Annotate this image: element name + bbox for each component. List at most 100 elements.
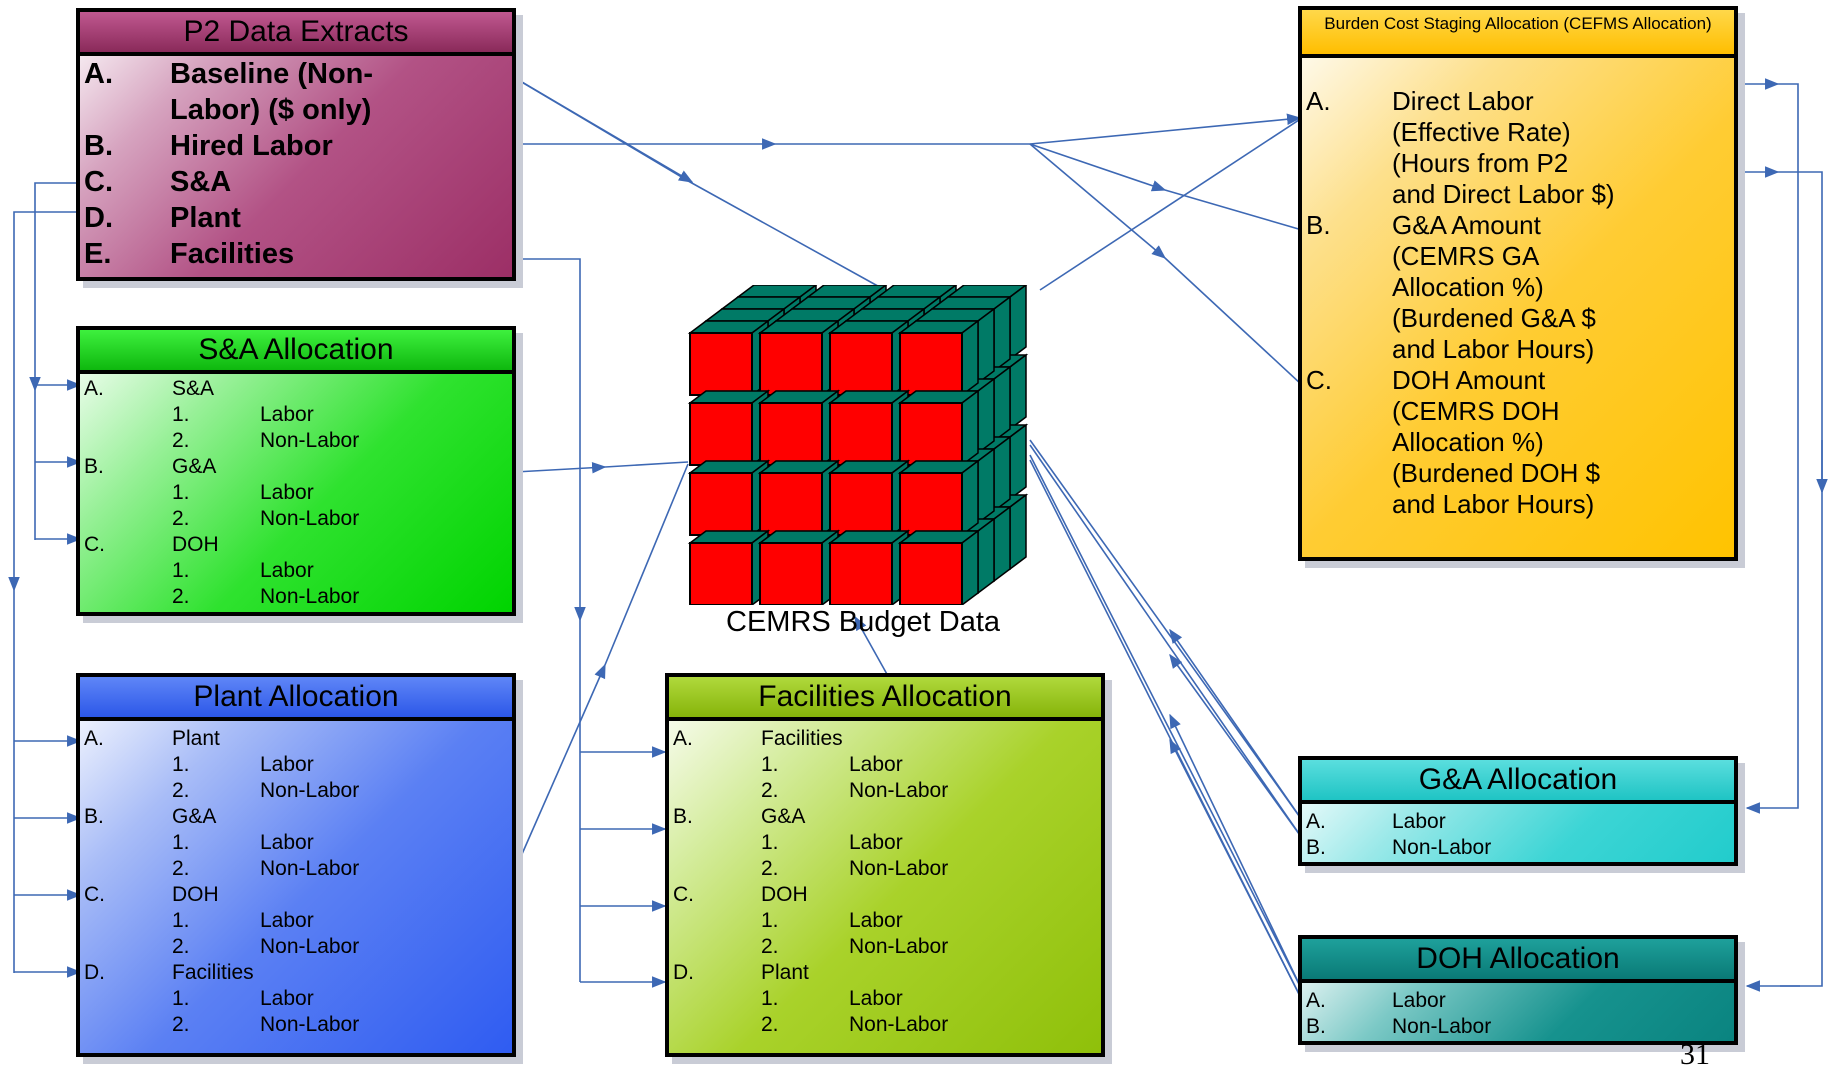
facilities-row-text: Facilities	[761, 727, 843, 750]
plant-row-letter: D.	[84, 961, 105, 984]
sa-row-number: 2.	[172, 429, 190, 452]
burden-row-text: (CEMRS DOH	[1392, 396, 1560, 426]
p2-row-letter: C.	[84, 166, 113, 198]
p2-row-letter: B.	[84, 130, 113, 162]
sa-row-text: DOH	[172, 533, 219, 556]
cube-front-cell	[757, 459, 841, 537]
burden-row-text: G&A Amount	[1392, 210, 1541, 240]
facilities-row-number: 2.	[761, 857, 779, 880]
plant-title: Plant Allocation	[80, 677, 512, 721]
ga-row-text: Non-Labor	[1392, 836, 1492, 859]
plant-row-text: G&A	[172, 805, 217, 828]
sa-row-letter: C.	[84, 533, 105, 556]
doh-title: DOH Allocation	[1302, 939, 1734, 983]
sa-row-text: Labor	[260, 403, 314, 426]
p2-row-text: Baseline (Non-	[170, 58, 374, 90]
cube-front-cell	[687, 529, 771, 605]
facilities-row-text: Labor	[849, 987, 903, 1010]
burden-row-text: and Labor Hours)	[1392, 334, 1595, 364]
burden-row-letter: A.	[1306, 86, 1331, 116]
doh-row-letter: B.	[1306, 1015, 1326, 1038]
plant-row-number: 2.	[172, 1013, 190, 1036]
plant-row-text: Labor	[260, 987, 314, 1010]
burden-row-text: (Effective Rate)	[1392, 117, 1571, 147]
plant-row-number: 1.	[172, 753, 190, 776]
sa-row-number: 2.	[172, 507, 190, 530]
facilities-row-number: 2.	[761, 779, 779, 802]
plant-row-text: DOH	[172, 883, 219, 906]
burden-row-letter: B.	[1306, 210, 1331, 240]
plant-row-number: 1.	[172, 909, 190, 932]
facilities-row-number: 2.	[761, 935, 779, 958]
facilities-row-text: Non-Labor	[849, 935, 949, 958]
sa-row-text: Labor	[260, 559, 314, 582]
facilities-row-letter: A.	[673, 727, 693, 750]
p2-row-text: Labor) ($ only)	[170, 94, 372, 126]
sa-row-letter: A.	[84, 377, 104, 400]
facilities-row-text: Non-Labor	[849, 779, 949, 802]
sa-row-number: 1.	[172, 559, 190, 582]
p2-data-extracts-box: P2 Data Extracts A.Baseline (Non-Labor) …	[76, 8, 516, 281]
plant-row-letter: B.	[84, 805, 104, 828]
burden-title: Burden Cost Staging Allocation (CEFMS Al…	[1302, 10, 1734, 58]
cube-front-cell	[757, 389, 841, 467]
sa-row-text: Non-Labor	[260, 429, 360, 452]
ga-row-letter: B.	[1306, 836, 1326, 859]
sa-row-number: 1.	[172, 481, 190, 504]
sa-row-text: Non-Labor	[260, 507, 360, 530]
facilities-row-number: 2.	[761, 1013, 779, 1036]
facilities-row-number: 1.	[761, 987, 779, 1010]
cube-label: CEMRS Budget Data	[726, 606, 1001, 638]
sa-row-text: S&A	[172, 377, 215, 400]
plant-row-number: 2.	[172, 935, 190, 958]
doh-row-letter: A.	[1306, 989, 1326, 1012]
plant-row-text: Non-Labor	[260, 1013, 360, 1036]
doh-row-text: Labor	[1392, 989, 1446, 1012]
burden-row-text: Allocation %)	[1392, 272, 1544, 302]
cube-front-cell	[827, 319, 911, 397]
burden-row-text: Allocation %)	[1392, 427, 1544, 457]
facilities-row-number: 1.	[761, 831, 779, 854]
ga-row-text: Labor	[1392, 810, 1446, 833]
burden-cost-staging-box: Burden Cost Staging Allocation (CEFMS Al…	[1298, 6, 1738, 561]
facilities-row-text: Non-Labor	[849, 1013, 949, 1036]
facilities-row-text: Labor	[849, 909, 903, 932]
cube-front-cell	[827, 389, 911, 467]
plant-row-letter: C.	[84, 883, 105, 906]
plant-row-letter: A.	[84, 727, 104, 750]
p2-row-letter: E.	[84, 238, 112, 270]
plant-row-number: 1.	[172, 831, 190, 854]
p2-row-text: Hired Labor	[170, 130, 333, 162]
page-number: 31	[1680, 1038, 1710, 1071]
plant-row-text: Labor	[260, 909, 314, 932]
plant-row-number: 2.	[172, 779, 190, 802]
plant-row-text: Plant	[172, 727, 220, 750]
plant-row-text: Facilities	[172, 961, 254, 984]
facilities-row-text: Plant	[761, 961, 809, 984]
ga-row-letter: A.	[1306, 810, 1326, 833]
cube-icon	[687, 285, 1029, 605]
burden-row-text: and Labor Hours)	[1392, 489, 1595, 519]
plant-row-number: 1.	[172, 987, 190, 1010]
sa-row-text: Labor	[260, 481, 314, 504]
p2-row-text: Plant	[170, 202, 241, 234]
cube-front-cell	[687, 389, 771, 467]
sa-row-number: 2.	[172, 585, 190, 608]
cube-front-cell	[757, 319, 841, 397]
facilities-row-text: G&A	[761, 805, 806, 828]
ga-title: G&A Allocation	[1302, 760, 1734, 804]
burden-items: A.Direct Labor(Effective Rate)(Hours fro…	[1302, 58, 1734, 554]
cube-front-cell	[827, 459, 911, 537]
facilities-row-text: Labor	[849, 831, 903, 854]
plant-row-text: Non-Labor	[260, 857, 360, 880]
facilities-row-number: 1.	[761, 753, 779, 776]
burden-row-text: (CEMRS GA	[1392, 241, 1540, 271]
cube-front-cell	[827, 529, 911, 605]
facilities-row-letter: B.	[673, 805, 693, 828]
